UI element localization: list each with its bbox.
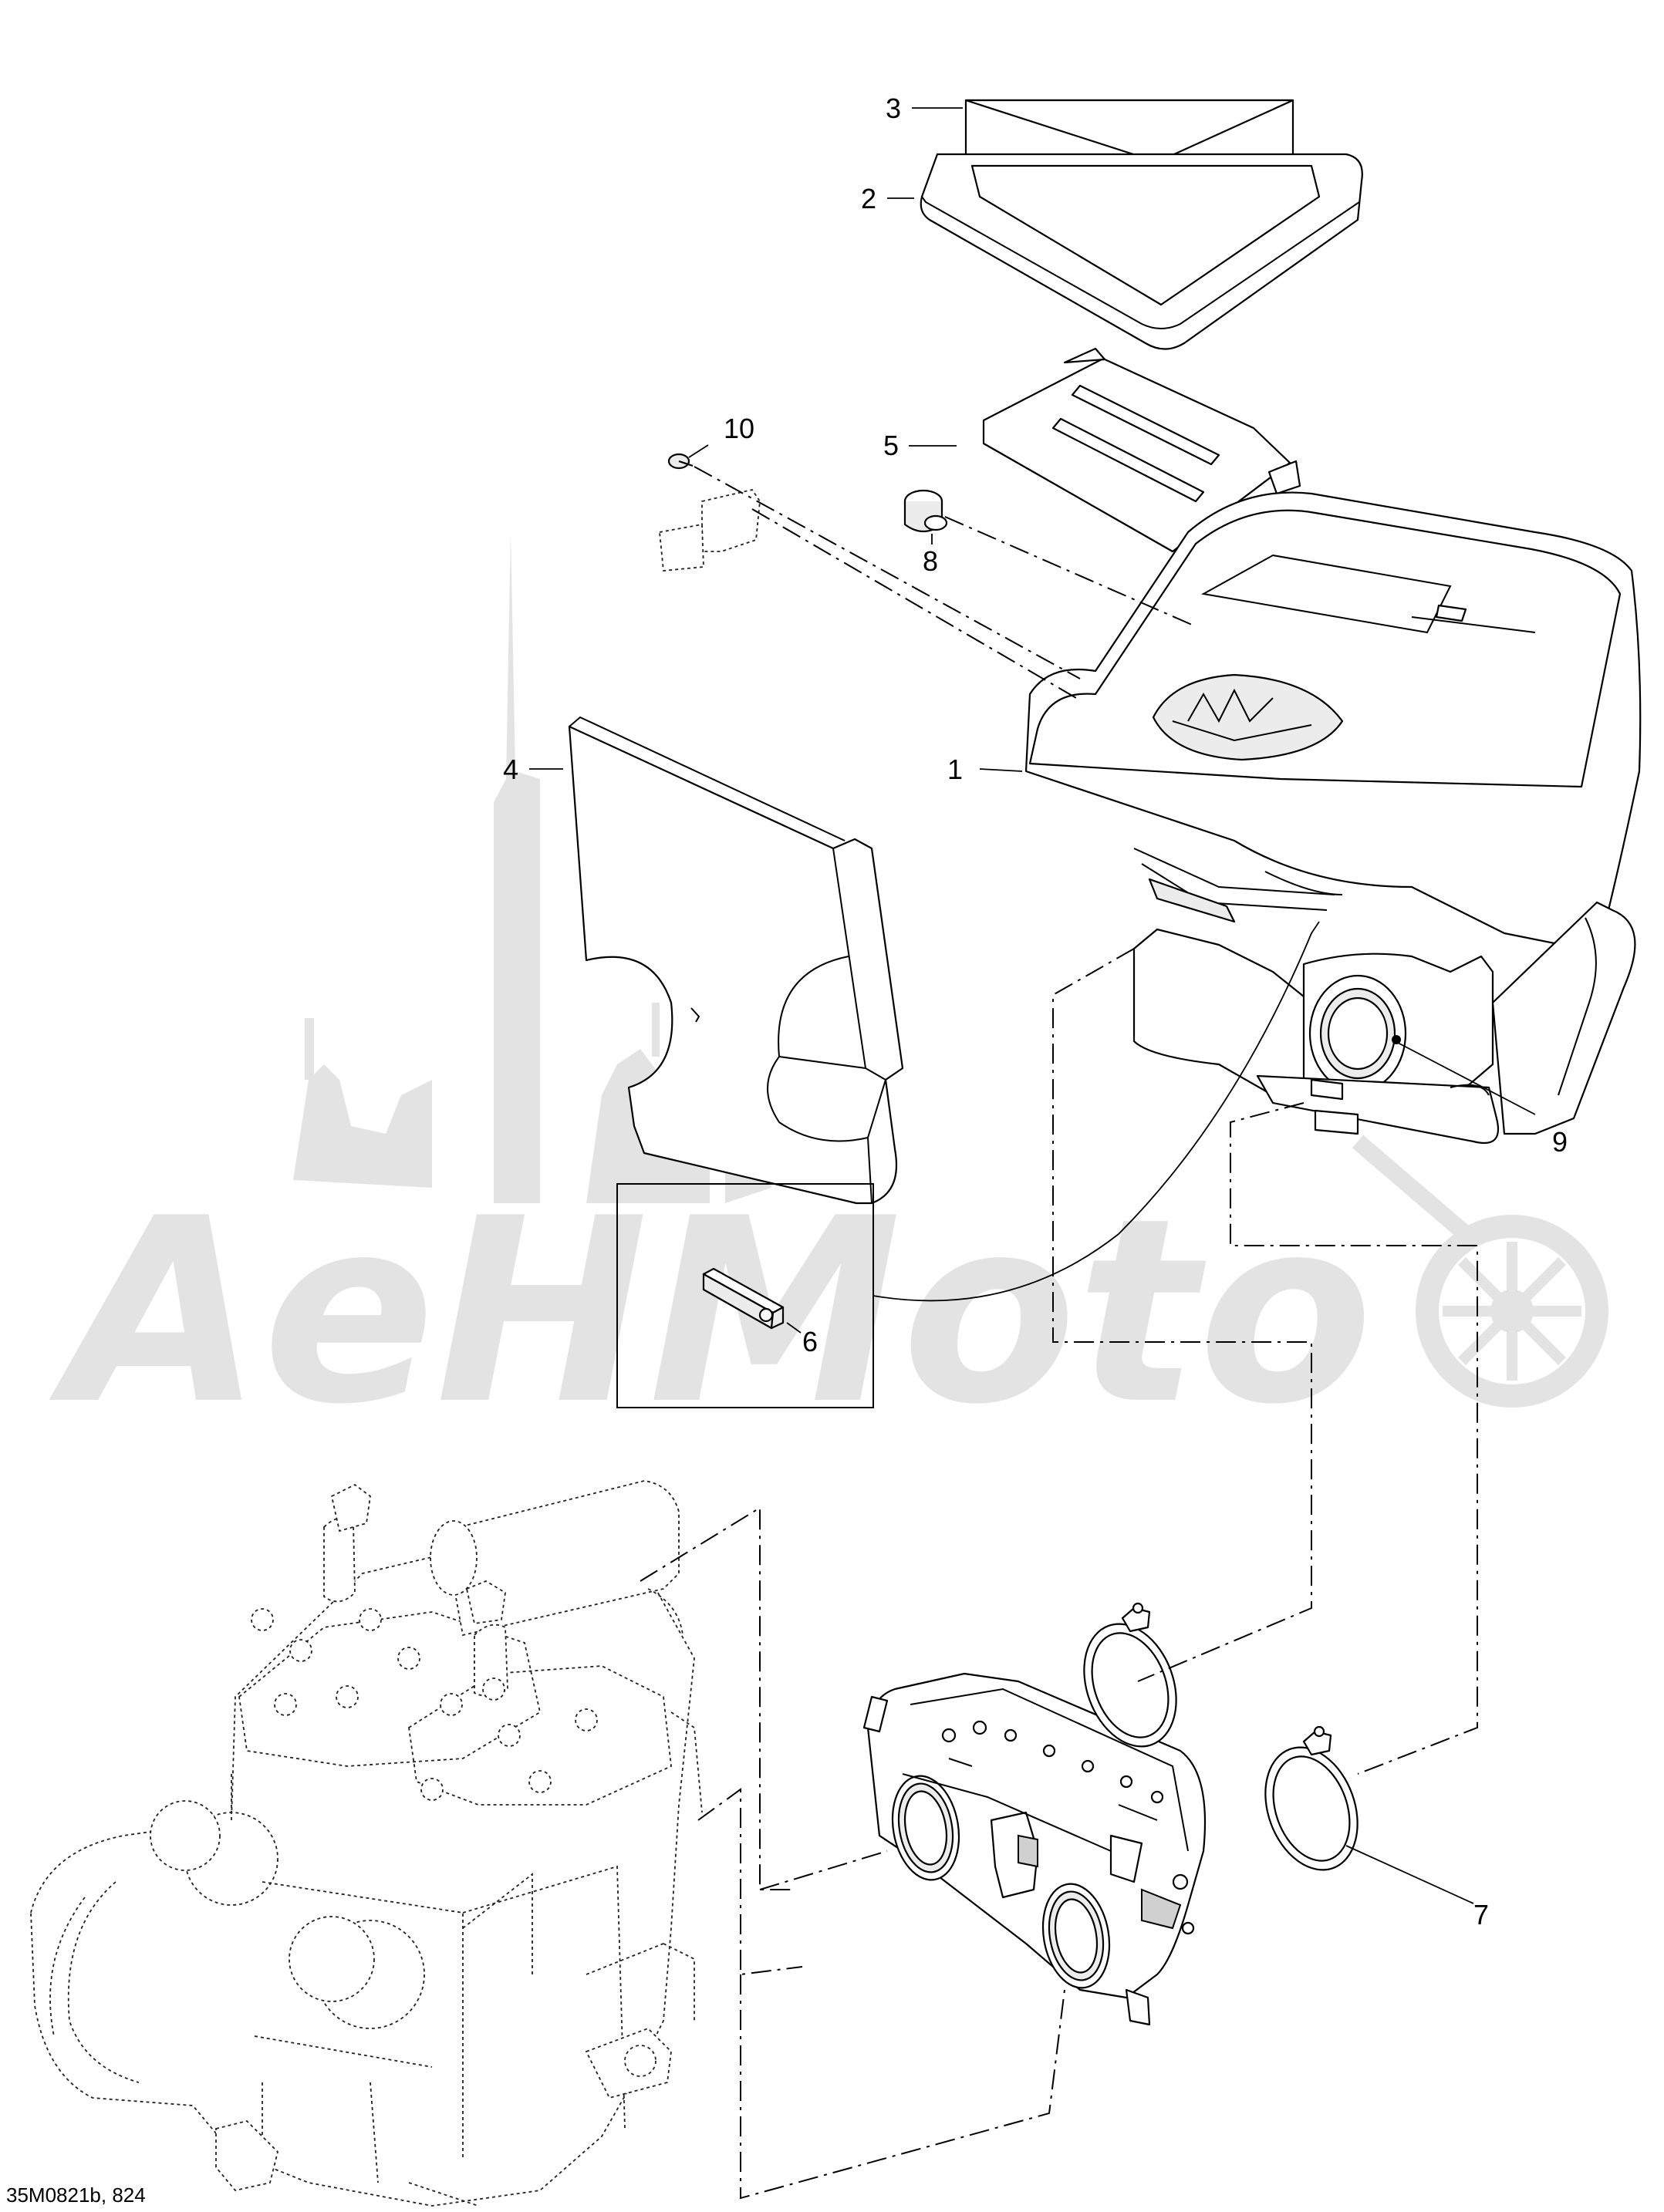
callout-8: 8	[923, 545, 938, 577]
callout-4: 4	[503, 754, 518, 785]
callout-9: 9	[1552, 1126, 1568, 1158]
ghost-engine	[30, 1480, 703, 2207]
callout-leaders	[529, 107, 1536, 1904]
part-7-clamp-right	[1264, 1725, 1359, 1871]
callout-5: 5	[883, 430, 899, 461]
callout-3: 3	[886, 93, 901, 124]
watermark-wheel	[1352, 1135, 1608, 1408]
callout-1: 1	[947, 754, 963, 785]
part-2-filter-frame	[920, 153, 1363, 350]
part-5-plate	[982, 347, 1301, 565]
ghost-bracket	[659, 488, 761, 572]
diagram-caption: 35M0821b, 824	[6, 2183, 146, 2207]
callout-7: 7	[1473, 1899, 1489, 1930]
part-8-grommet	[903, 489, 948, 533]
watermark-logo: AeHMoto	[46, 1164, 1373, 1460]
part-10-screw	[667, 453, 694, 470]
callout-10: 10	[724, 413, 754, 444]
callout-labels: 1 2 3 4 5 6 7 8 9 10	[503, 93, 1568, 1930]
part-9-fastener-dot	[1392, 1035, 1401, 1044]
part-4-foam-panel	[568, 716, 904, 1205]
throttle-body-assembly	[862, 1672, 1207, 2026]
detail-box-part-6	[616, 921, 1320, 1408]
assembly-lines	[640, 466, 1478, 2200]
part-1-airbox	[1024, 491, 1642, 1145]
part-7-clamp-left	[1083, 1602, 1177, 1748]
callout-6: 6	[802, 1326, 818, 1357]
callout-2: 2	[861, 183, 876, 214]
